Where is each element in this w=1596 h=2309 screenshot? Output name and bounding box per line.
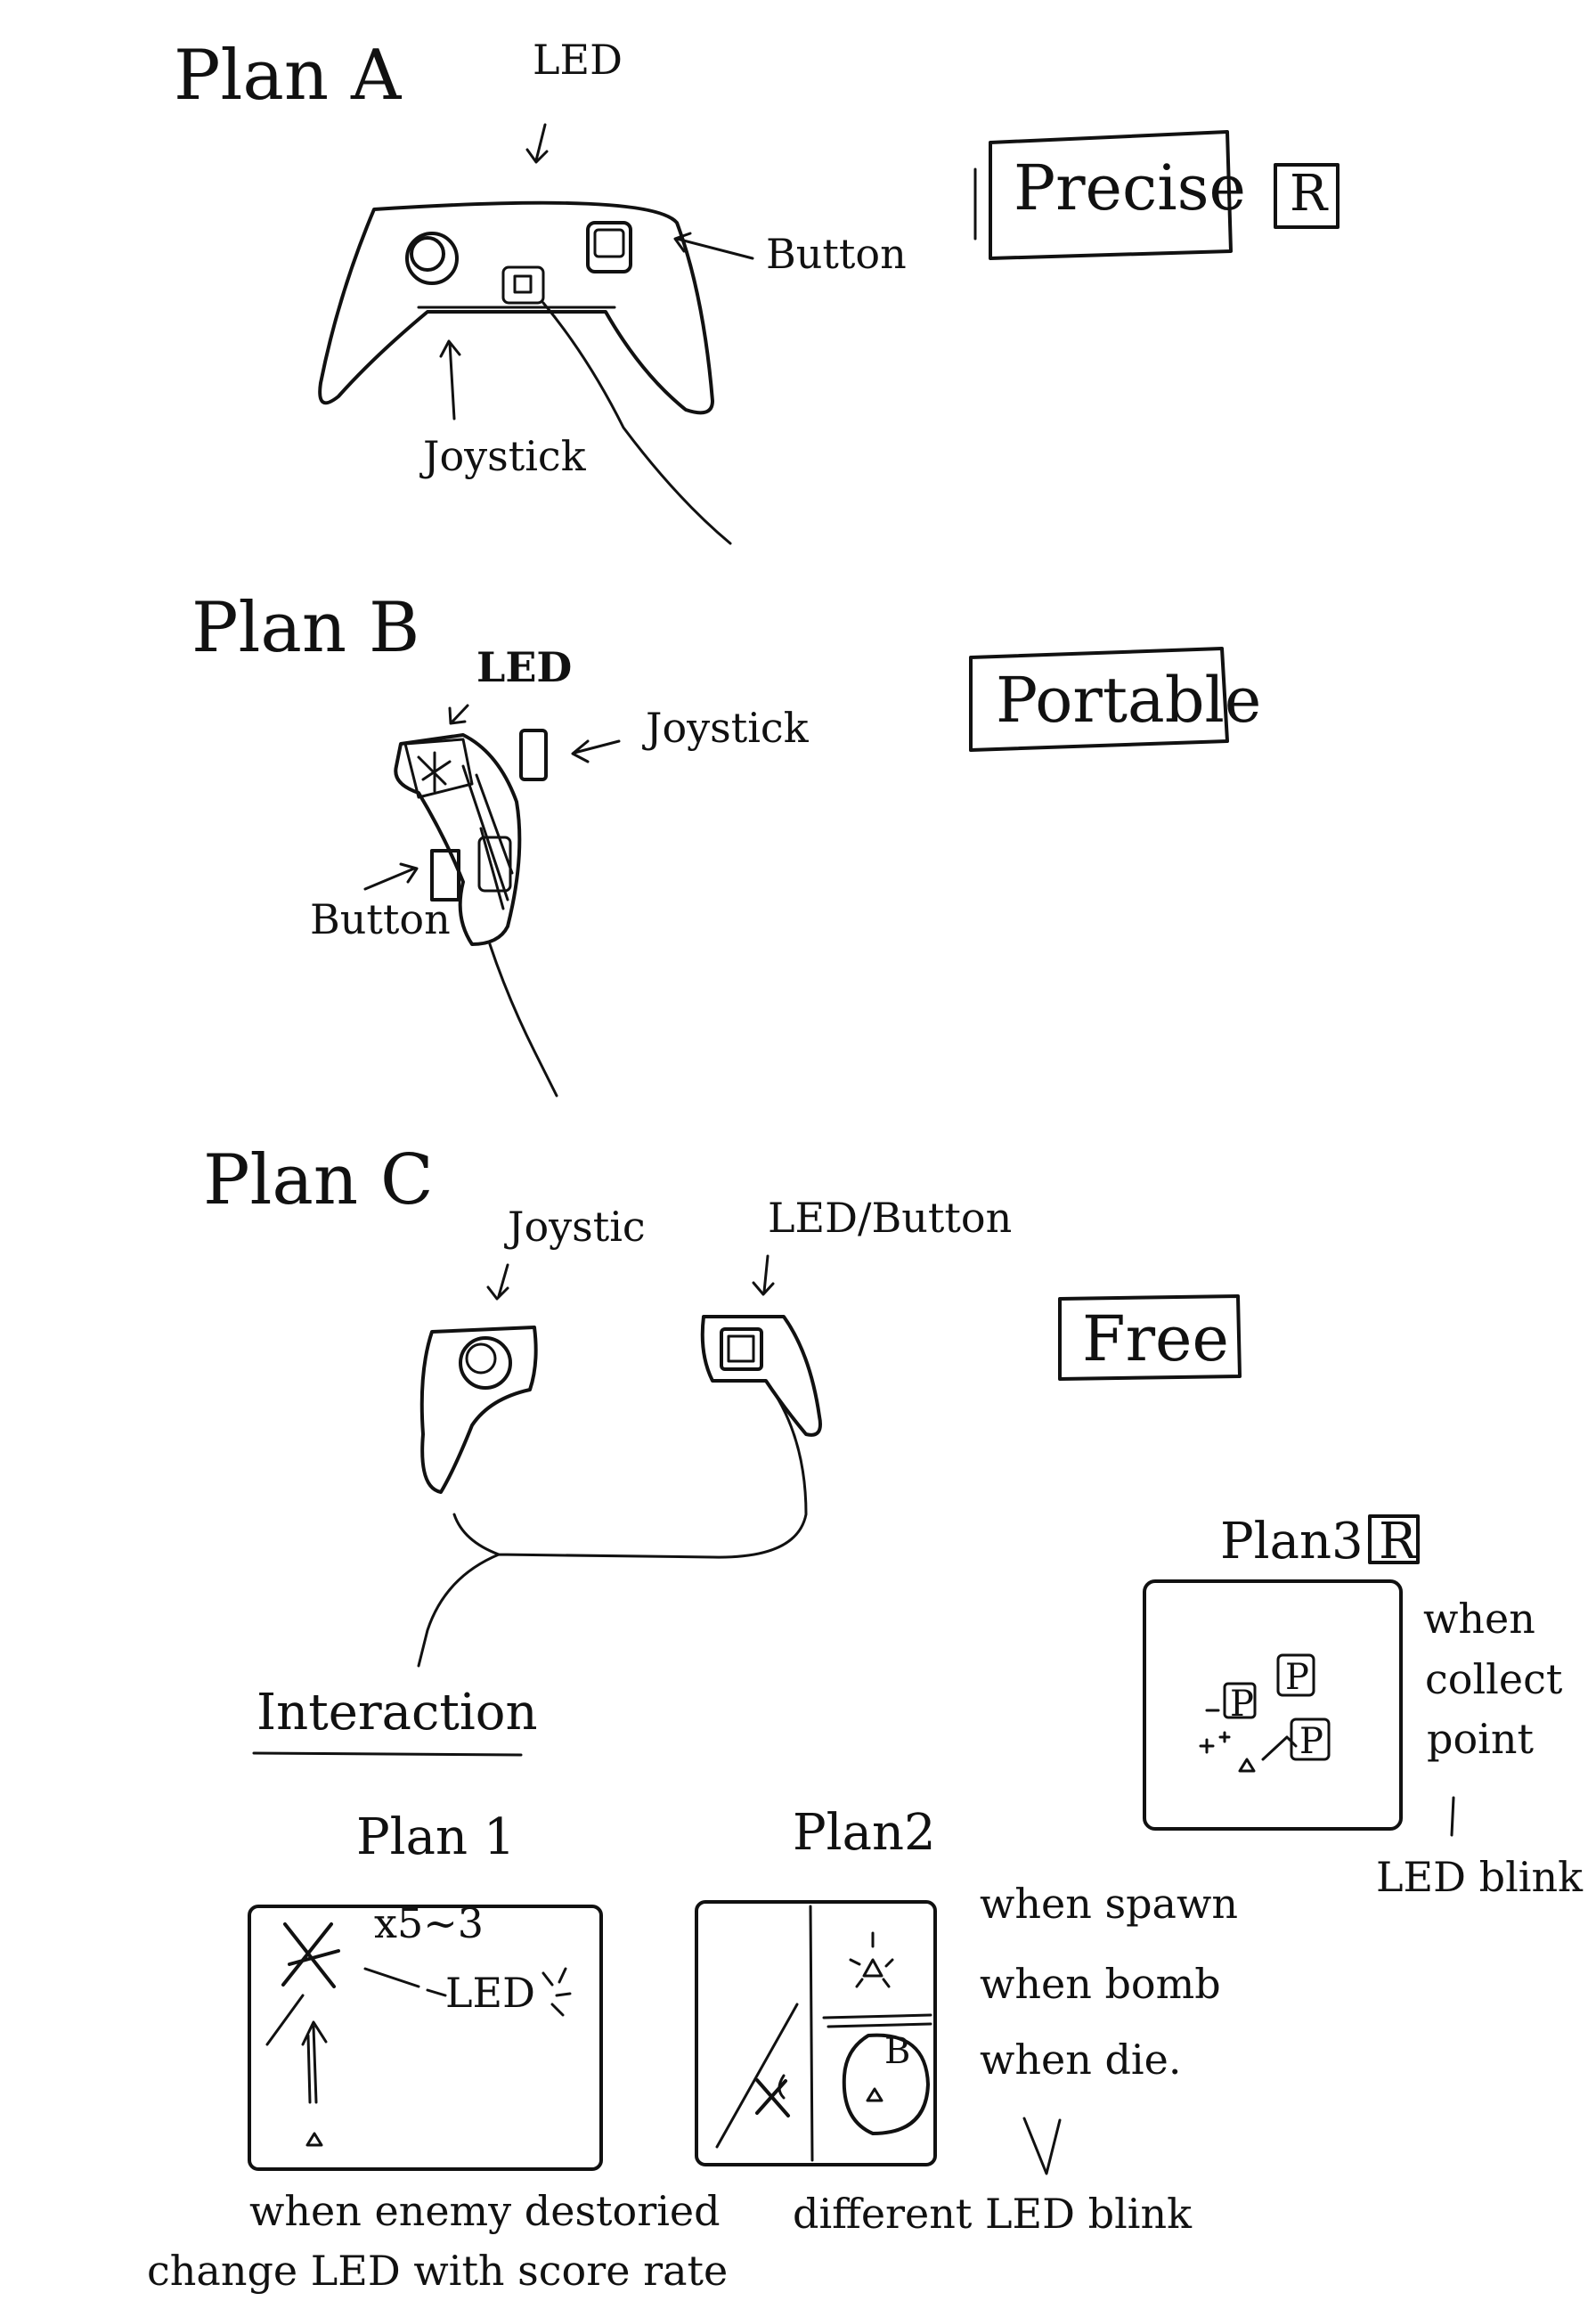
plan2-event-bomb: when bomb bbox=[980, 1960, 1221, 2008]
plan-a-controller bbox=[320, 203, 730, 543]
plan-a-title: Plan A bbox=[174, 36, 401, 116]
plan1-title: Plan 1 bbox=[356, 1808, 515, 1866]
plan3-note-line1: when bbox=[1423, 1595, 1535, 1643]
plan-b-led-label: LED bbox=[476, 643, 572, 691]
plan-c-right-controller bbox=[703, 1317, 820, 1435]
plan3-note-line4: LED blink bbox=[1376, 1853, 1583, 1901]
plan3-title: Plan3 bbox=[1220, 1513, 1364, 1571]
plan-b-tag: Portable bbox=[996, 664, 1261, 737]
plan3-note-line3: point bbox=[1427, 1715, 1534, 1763]
plan2-event-spawn: when spawn bbox=[980, 1880, 1238, 1928]
plan-b-joystick-label: Joystick bbox=[646, 704, 809, 752]
plan-a-led-label: LED bbox=[533, 36, 623, 84]
plan3-point-a: P bbox=[1230, 1684, 1254, 1725]
plan1-caption-line1: when enemy destoried bbox=[249, 2187, 721, 2235]
plan-c-tag: Free bbox=[1082, 1302, 1229, 1375]
plan2-bomb-letter: B bbox=[884, 2031, 910, 2072]
plan-a-button-label: Button bbox=[766, 230, 907, 278]
plan2-events-pointer bbox=[1024, 2118, 1060, 2174]
plan3-screen bbox=[1144, 1581, 1401, 1829]
plan-c-cable bbox=[419, 1381, 806, 1666]
plan2-event-die: when die. bbox=[980, 2036, 1181, 2084]
plan-b-button-arrow bbox=[365, 864, 417, 889]
interaction-heading: Interaction bbox=[256, 1684, 538, 1742]
plan-a-led-arrow bbox=[527, 125, 547, 162]
plan-b-led-arrow bbox=[450, 706, 468, 723]
plan1-led-label: LED bbox=[445, 1969, 535, 2017]
plan-c-led-button-label: LED/Button bbox=[768, 1194, 1012, 1242]
plan-c-title: Plan C bbox=[203, 1140, 434, 1220]
plan-a-badge: R bbox=[1290, 165, 1327, 223]
plan3-badge: R bbox=[1379, 1513, 1416, 1571]
plan3-note-line bbox=[1452, 1798, 1454, 1835]
plan1-caption-line2: change LED with score rate bbox=[147, 2247, 728, 2295]
interaction-underline bbox=[254, 1753, 521, 1755]
plan2-title: Plan2 bbox=[793, 1804, 936, 1862]
plan3-note-line2: collect bbox=[1425, 1655, 1562, 1703]
plan-b-title: Plan B bbox=[191, 588, 419, 668]
plan-c-led-arrow bbox=[753, 1256, 773, 1294]
plan-c-joystick-label: Joystic bbox=[508, 1203, 646, 1251]
plan-a-tag: Precise bbox=[1014, 151, 1246, 224]
plan3-point-c: P bbox=[1299, 1721, 1323, 1762]
plan-b-button-label: Button bbox=[310, 895, 451, 943]
plan-a-joystick-label: Joystick bbox=[423, 432, 586, 480]
plan3-point-b: P bbox=[1285, 1657, 1309, 1698]
plan-a-joystick-arrow bbox=[441, 341, 460, 419]
plan-c-left-controller bbox=[422, 1327, 536, 1492]
plan-b-joystick-arrow bbox=[573, 741, 619, 762]
plan-c-joystick-arrow bbox=[488, 1265, 508, 1299]
plan2-caption: different LED blink bbox=[793, 2190, 1192, 2238]
plan1-multiplier: x5~3 bbox=[374, 1899, 484, 1947]
